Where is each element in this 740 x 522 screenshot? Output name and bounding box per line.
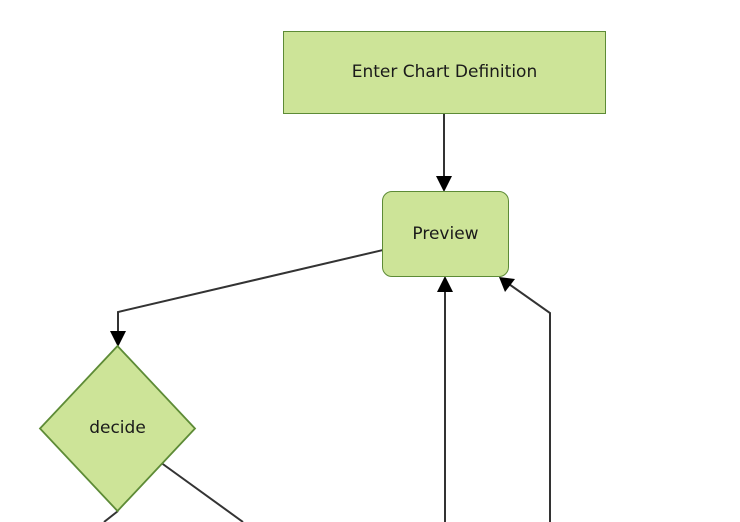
node-label: Enter Chart Definition — [351, 62, 538, 83]
arrowhead-offscreen-center-to-preview — [437, 276, 453, 292]
arrowhead-offscreen-right-to-preview — [499, 277, 515, 292]
edge-preview-to-decide — [117, 249, 384, 338]
node-label: Preview — [412, 223, 479, 244]
diamond-shape — [38, 344, 197, 513]
arrowhead-preview-to-decide — [110, 331, 126, 347]
edge-decide-out-right — [159, 461, 244, 522]
edge-offscreen-right-to-preview — [505, 281, 551, 522]
node-label: decide — [89, 418, 146, 439]
node-enter-chart-definition[interactable]: Enter Chart Definition — [283, 31, 606, 114]
edge-decide-out-left — [103, 510, 119, 522]
node-decide[interactable]: decide — [38, 344, 197, 513]
node-preview[interactable]: Preview — [382, 191, 509, 277]
arrowhead-enter-to-preview — [436, 176, 452, 192]
